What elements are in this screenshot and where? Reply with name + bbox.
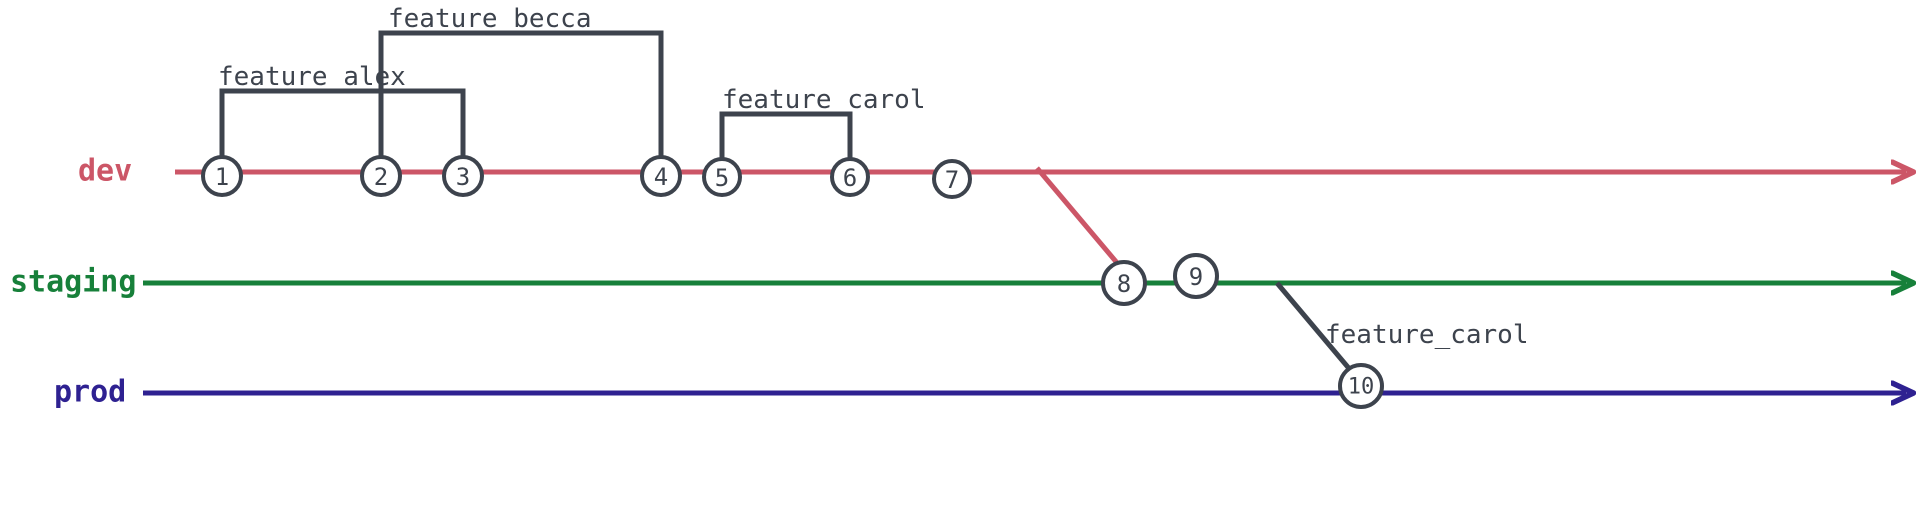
commit-circle — [1173, 253, 1219, 299]
merge-line-dev-to-staging — [1035, 166, 1120, 266]
commit-label: 2 — [374, 163, 388, 191]
commit-nodes: 1 2 3 4 5 6 7 8 9 10 — [201, 155, 1384, 409]
commit-node-8[interactable]: 8 — [1101, 260, 1147, 306]
commit-circle — [702, 157, 742, 197]
branch-labels: dev staging prod — [10, 154, 136, 410]
commit-label: 4 — [654, 163, 668, 191]
branch-label-prod: prod — [54, 375, 126, 410]
commit-node-2[interactable]: 2 — [360, 155, 402, 197]
commit-node-4[interactable]: 4 — [640, 155, 682, 197]
commit-label: 3 — [456, 163, 470, 191]
commit-circle — [201, 155, 243, 197]
feature-label-alex: feature_alex — [218, 62, 406, 92]
commit-node-5[interactable]: 5 — [702, 157, 742, 197]
commit-circle — [640, 155, 682, 197]
commit-circle — [932, 159, 972, 199]
merge-lines: feature_carol — [1035, 166, 1529, 374]
commit-node-9[interactable]: 9 — [1173, 253, 1219, 299]
merge-label-feature-carol: feature_carol — [1325, 320, 1529, 350]
commit-circle — [1338, 363, 1384, 409]
commit-node-10[interactable]: 10 — [1338, 363, 1384, 409]
feature-brackets: feature_alex feature_becca feature_carol — [218, 4, 926, 159]
commit-label: 6 — [843, 164, 857, 192]
feature-bracket-carol — [719, 111, 853, 159]
commit-node-7[interactable]: 7 — [932, 159, 972, 199]
feature-bracket-alex — [219, 88, 466, 158]
branch-rails — [143, 172, 1906, 393]
commit-node-3[interactable]: 3 — [442, 155, 484, 197]
commit-label: 5 — [715, 164, 729, 192]
commit-label: 9 — [1189, 263, 1203, 291]
merge-line-staging-to-prod — [1275, 281, 1354, 374]
commit-circle — [1101, 260, 1147, 306]
branch-label-staging: staging — [10, 265, 136, 300]
feature-bracket-becca — [378, 30, 664, 158]
commit-label: 1 — [215, 163, 229, 191]
commit-circle — [442, 155, 484, 197]
branch-label-dev: dev — [78, 154, 132, 189]
commit-label: 7 — [945, 166, 959, 194]
feature-label-becca: feature_becca — [388, 4, 592, 34]
commit-node-1[interactable]: 1 — [201, 155, 243, 197]
commit-label: 10 — [1348, 375, 1375, 400]
feature-label-carol: feature_carol — [722, 85, 926, 115]
commit-node-6[interactable]: 6 — [830, 157, 870, 197]
commit-circle — [830, 157, 870, 197]
commit-label: 8 — [1117, 270, 1131, 298]
commit-circle — [360, 155, 402, 197]
